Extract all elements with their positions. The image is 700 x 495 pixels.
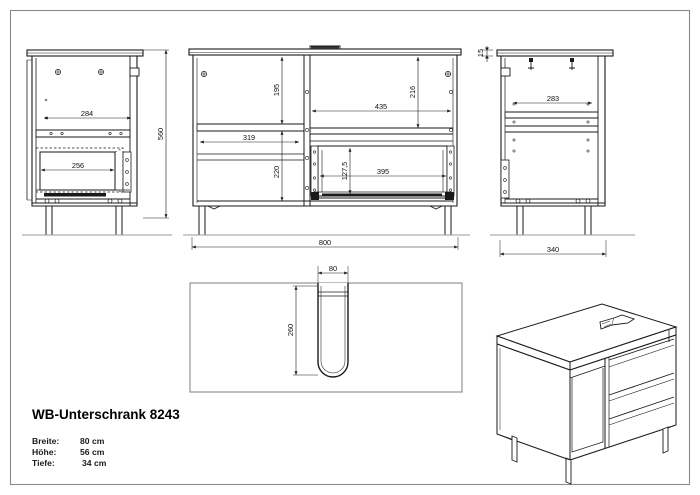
dim-left-284: 284 <box>81 109 93 118</box>
dim-front-800: 800 <box>319 238 331 247</box>
sheet-border <box>9 9 691 486</box>
dim-plan-80: 80 <box>329 264 337 273</box>
dim-left-560: 560 <box>156 128 165 140</box>
dim-front-195: 195 <box>272 84 281 96</box>
dim-front-127-5: 127,5 <box>340 162 349 181</box>
spec-value-hoehe: 56 cm <box>80 447 105 457</box>
isometric-3d-view <box>495 303 678 485</box>
top-plan-view <box>189 282 463 393</box>
dim-right-15: 15 <box>476 49 485 57</box>
spec-value-tiefe: 34 cm <box>82 458 107 468</box>
left-view-dimensions: 284 256 560 <box>41 49 169 219</box>
spec-label-tiefe: Tiefe: <box>32 458 55 468</box>
spec-label-breite: Breite: <box>32 436 59 446</box>
right-view-dimensions: 15 283 340 <box>476 46 607 257</box>
spec-value-breite: 80 cm <box>80 436 105 446</box>
front-elevation-view <box>183 45 470 236</box>
plan-view-dimensions: 80 260 <box>286 264 349 376</box>
dim-front-395: 395 <box>377 167 389 176</box>
dim-front-220: 220 <box>272 166 281 178</box>
dim-front-216: 216 <box>408 86 417 98</box>
left-side-view <box>22 49 172 236</box>
dim-plan-260: 260 <box>286 324 295 336</box>
dim-front-435: 435 <box>375 102 387 111</box>
dim-right-340: 340 <box>547 245 559 254</box>
product-title: WB-Unterschrank 8243 <box>32 407 180 422</box>
dim-front-319: 319 <box>243 133 255 142</box>
spec-label-hoehe: Höhe: <box>32 447 56 457</box>
dim-right-283: 283 <box>547 94 559 103</box>
right-side-view <box>490 49 635 236</box>
dim-left-256: 256 <box>72 161 84 170</box>
front-view-dimensions: 195 216 435 319 220 127,5 395 800 <box>191 57 459 250</box>
title-block: WB-Unterschrank 8243 Breite: 80 cm Höhe:… <box>32 407 180 468</box>
